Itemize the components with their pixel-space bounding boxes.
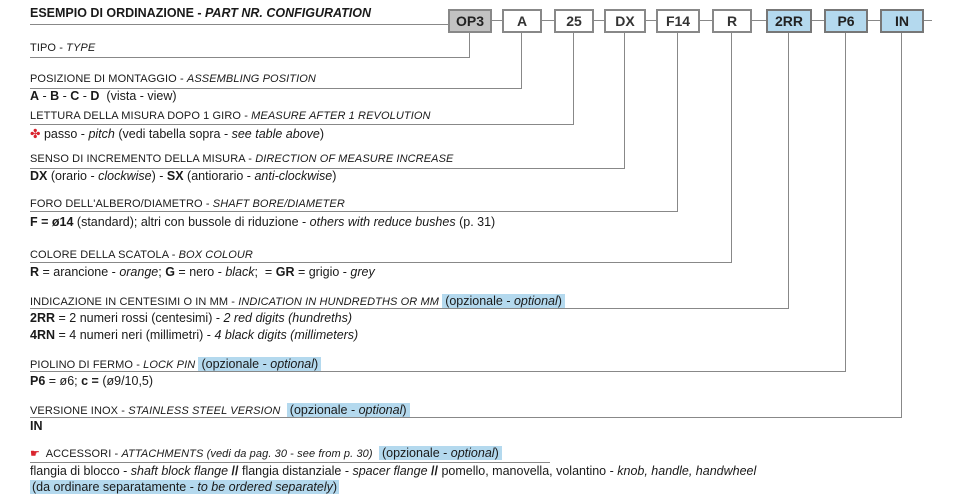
red-flower-icon: ✤ bbox=[30, 127, 41, 141]
section-colour-value: R = arancione - orange; G = nero - black… bbox=[30, 265, 375, 279]
title-it: ESEMPIO DI ORDINAZIONE bbox=[30, 6, 194, 20]
title-sep: - bbox=[193, 6, 206, 20]
code-box-direction: DX bbox=[604, 9, 646, 33]
section-accessori-title: ☛ ACCESSORI - ATTACHMENTS (vedi da pag. … bbox=[30, 446, 502, 460]
optional-badge: (opzionale - optional) bbox=[198, 357, 322, 371]
section-direction-value: DX (orario - clockwise) - SX (antiorario… bbox=[30, 169, 337, 183]
leader-direction bbox=[624, 33, 625, 168]
leader-inox bbox=[901, 33, 902, 417]
leader-colour bbox=[731, 33, 732, 262]
section-indication-value-2: 4RN = 4 numeri neri (millimetri) - 4 bla… bbox=[30, 328, 359, 342]
optional-badge: (opzionale - optional) bbox=[286, 403, 410, 417]
section-bore-value: F = ø14 (standard); altri con bussole di… bbox=[30, 215, 496, 229]
section-lock-pin-title: PIOLINO DI FERMO - LOCK PIN (opzionale -… bbox=[30, 357, 322, 371]
section-colour-title: COLORE DELLA SCATOLA - BOX COLOUR bbox=[30, 249, 253, 261]
code-box-measure: 25 bbox=[554, 9, 594, 33]
code-box-type: OP3 bbox=[448, 9, 492, 33]
section-inox-value: IN bbox=[30, 419, 43, 433]
section-type-title: TIPO - TYPE bbox=[30, 42, 96, 54]
page-title: ESEMPIO DI ORDINAZIONE - PART NR. CONFIG… bbox=[30, 6, 371, 20]
leader-accessori-h bbox=[30, 462, 550, 463]
section-indication-value-1: 2RR = 2 numeri rossi (centesimi) - 2 red… bbox=[30, 311, 353, 325]
section-lock-pin-value: P6 = ø6; c = (ø9/10,5) bbox=[30, 374, 154, 388]
title-en: PART NR. CONFIGURATION bbox=[205, 6, 371, 20]
code-box-colour: R bbox=[712, 9, 752, 33]
section-position-value: A - B - C - D (vista - view) bbox=[30, 89, 177, 103]
code-box-indication: 2RR bbox=[766, 9, 812, 33]
leader-bore bbox=[677, 33, 678, 211]
code-box-lock-pin: P6 bbox=[824, 9, 868, 33]
section-position-title: POSIZIONE DI MONTAGGIO - ASSEMBLING POSI… bbox=[30, 73, 316, 85]
section-bore-title: FORO DELL'ALBERO/DIAMETRO - SHAFT BORE/D… bbox=[30, 198, 345, 210]
leader-type-h bbox=[30, 57, 470, 58]
pointing-hand-icon: ☛ bbox=[30, 448, 40, 460]
optional-badge: (opzionale - optional) bbox=[442, 294, 565, 308]
optional-badge: (opzionale - optional) bbox=[378, 446, 502, 460]
header-underline bbox=[30, 24, 448, 25]
section-direction-title: SENSO DI INCREMENTO DELLA MISURA - DIREC… bbox=[30, 153, 454, 165]
leader-measure bbox=[573, 33, 574, 124]
leader-position bbox=[521, 33, 522, 88]
code-box-position: A bbox=[502, 9, 542, 33]
section-accessori-note: (da ordinare separatamente - to be order… bbox=[30, 480, 340, 494]
leader-bore-h bbox=[30, 211, 678, 212]
leader-position-h bbox=[30, 88, 522, 89]
leader-colour-h bbox=[30, 262, 732, 263]
leader-inox-h bbox=[30, 417, 902, 418]
leader-lock-pin bbox=[845, 33, 846, 371]
leader-direction-h bbox=[30, 168, 625, 169]
leader-type bbox=[469, 33, 470, 57]
code-box-bore: F14 bbox=[656, 9, 700, 33]
section-indication-title: INDICAZIONE IN CENTESIMI O IN MM - INDIC… bbox=[30, 294, 565, 308]
leader-indication bbox=[788, 33, 789, 308]
code-box-inox: IN bbox=[880, 9, 924, 33]
leader-indication-h bbox=[30, 308, 789, 309]
leader-lock-pin-h bbox=[30, 371, 846, 372]
section-inox-title: VERSIONE INOX - STAINLESS STEEL VERSION … bbox=[30, 403, 410, 417]
leader-measure-h bbox=[30, 124, 574, 125]
section-measure-value: ✤ passo - pitch (vedi tabella sopra - se… bbox=[30, 127, 325, 141]
section-accessori-value: flangia di blocco - shaft block flange /… bbox=[30, 464, 757, 478]
section-measure-title: LETTURA DELLA MISURA DOPO 1 GIRO - MEASU… bbox=[30, 110, 431, 122]
